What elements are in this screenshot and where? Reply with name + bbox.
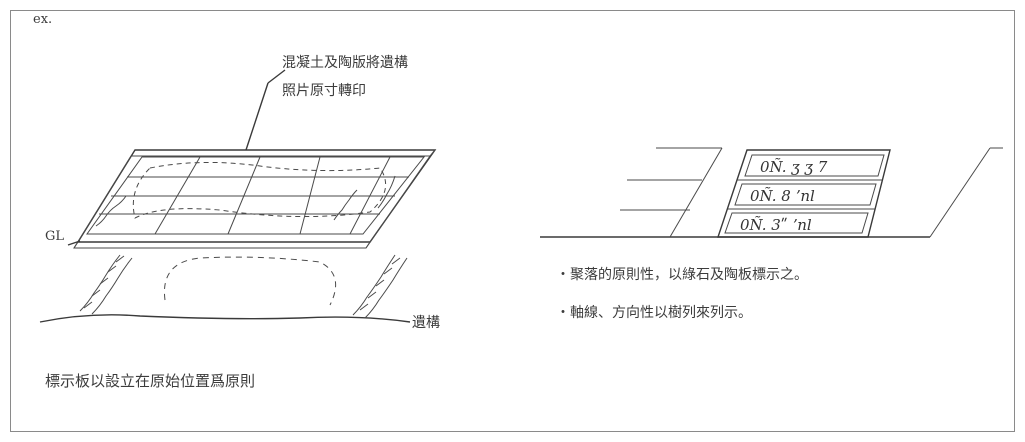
figure-frame	[10, 10, 1015, 432]
callout-leader	[245, 69, 286, 151]
remains-label: 遺構	[412, 315, 440, 331]
plaque-row-2: 0Ñ. 8 ʼnl	[750, 187, 815, 205]
plaque-stack: 0Ñ. ʒ ʒ 7 0Ñ. 8 ʼnl 0Ñ. 3ʺ ʼnl	[717, 149, 891, 238]
ground-level-label: GL	[45, 229, 65, 244]
bullet-axis: ‧軸線、方向性以樹列來列示。	[556, 305, 752, 321]
example-label: ex.	[33, 12, 53, 27]
buried-remains	[79, 254, 408, 319]
callout-text-line1: 混凝土及陶版將遺構	[282, 55, 408, 71]
plaque-row-3: 0Ñ. 3ʺ ʼnl	[740, 216, 812, 234]
sign-board-caption: 標示板以設立在原始位置爲原則	[45, 372, 256, 390]
plaque-row-1: 0Ñ. ʒ ʒ 7	[760, 158, 828, 176]
ground-line-left	[39, 240, 411, 323]
sign-board-slab	[73, 149, 437, 249]
callout-text-line2: 照片原寸轉印	[282, 83, 366, 99]
bullet-settlement: ‧聚落的原則性，以綠石及陶板標示之。	[556, 267, 808, 283]
